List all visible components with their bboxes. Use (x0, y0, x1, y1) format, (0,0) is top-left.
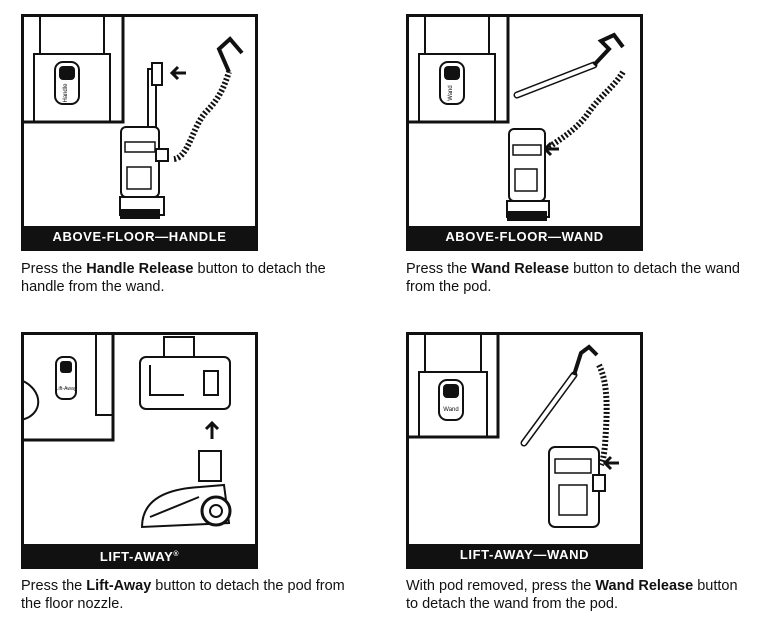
banner-above-floor-handle: ABOVE-FLOOR—HANDLE (24, 226, 255, 248)
illustration-lift-away: Lift-Away LIFT-AWAY® (21, 332, 258, 569)
inset-button-label: Lift-Away (56, 386, 77, 392)
banner-above-floor-wand: ABOVE-FLOOR—WAND (409, 226, 640, 248)
handle-release-term: Handle Release (86, 261, 194, 277)
wand-release-term: Wand Release (471, 261, 570, 277)
wand-release-term: Wand Release (595, 578, 694, 594)
caption-lift-away-wand: With pod removed, press the Wand Release… (406, 578, 738, 612)
caption-above-floor-handle: Press the Handle Release button to detac… (21, 261, 326, 295)
lift-away-term: Lift-Away (86, 578, 152, 594)
vacuum-lift-away-illustration: Lift-Away (24, 335, 232, 529)
banner-lift-away: LIFT-AWAY® (24, 544, 255, 566)
inset-button-label: Handle (63, 83, 69, 103)
caption-above-floor-wand: Press the Wand Release button to detach … (406, 261, 740, 295)
vacuum-wand-illustration: Wand (409, 17, 626, 221)
illustration-above-floor-handle: Handle ABOVE-FLOOR—HANDLE (21, 14, 258, 251)
inset-button-label: Wand (448, 85, 454, 100)
caption-lift-away: Press the Lift-Away button to detach the… (21, 578, 345, 612)
inset-button-label: Wand (443, 407, 458, 413)
illustration-above-floor-wand: Wand ABOVE-FLOOR—WAND (406, 14, 643, 251)
banner-lift-away-wand: LIFT-AWAY—WAND (409, 544, 640, 566)
vacuum-lift-away-wand-illustration: Wand (409, 335, 619, 528)
vacuum-handle-illustration: Handle (24, 17, 244, 219)
illustration-lift-away-wand: Wand LIFT-AWAY—WAND (406, 332, 643, 569)
